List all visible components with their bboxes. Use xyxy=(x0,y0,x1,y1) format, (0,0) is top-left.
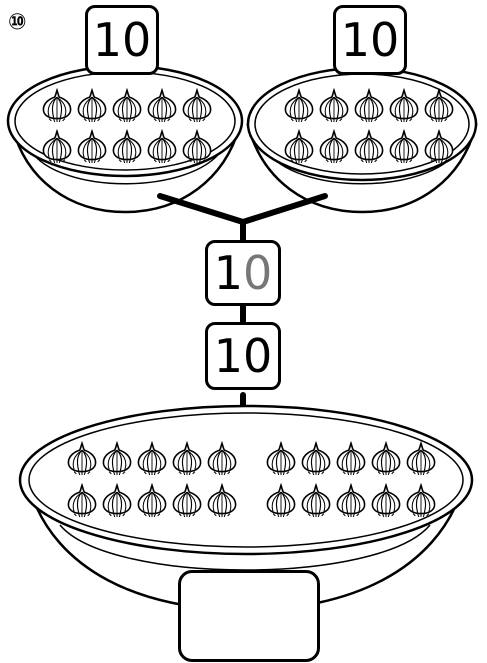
left-bowl xyxy=(6,64,244,214)
answer-box[interactable] xyxy=(178,570,320,662)
partial-sum-ones: 0 xyxy=(243,246,273,300)
joining-lines xyxy=(157,193,328,413)
combined-bowl xyxy=(18,404,474,612)
right-count-box: 10 xyxy=(333,5,407,75)
problem-number: ⑩ xyxy=(8,10,27,35)
carry-box: 10 xyxy=(205,322,281,390)
left-count-box: 10 xyxy=(85,5,159,75)
right-bowl xyxy=(246,66,478,214)
partial-sum-tens: 1 xyxy=(213,246,243,300)
